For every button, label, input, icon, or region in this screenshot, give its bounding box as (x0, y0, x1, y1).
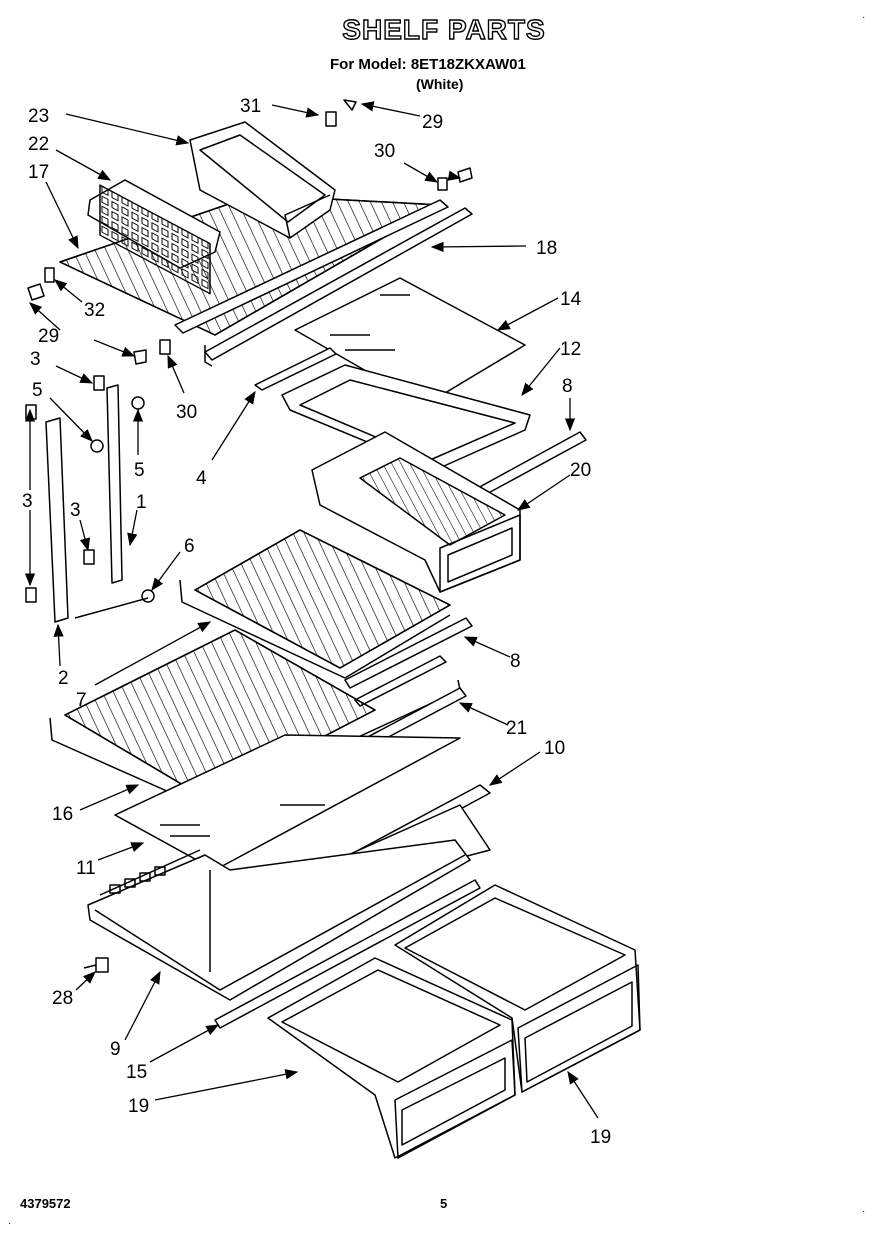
callout-19: 19 (590, 1127, 611, 1148)
corner-mark: · (862, 1206, 866, 1217)
glass-shelf-11 (114, 734, 461, 871)
page-number: 5 (440, 1196, 448, 1211)
ice-tray (87, 179, 221, 295)
callout-18: 18 (536, 238, 557, 259)
callout-3: 3 (30, 349, 41, 370)
callout-17: 17 (28, 162, 49, 183)
callout-5: 5 (134, 460, 145, 481)
callout-11: 11 (76, 858, 96, 879)
callout-20: 20 (570, 460, 591, 481)
callout-3: 3 (70, 500, 81, 521)
callout-23: 23 (28, 106, 49, 127)
callout-8: 8 (562, 376, 573, 397)
callout-4: 4 (196, 468, 207, 489)
shelf-ladder-rails (25, 375, 155, 623)
clip-parts (27, 99, 473, 365)
model-line: For Model: 8ET18ZKXAW01 (330, 56, 526, 73)
callout-1: 1 (136, 492, 147, 513)
page-title: SHELF PARTS (342, 13, 546, 45)
callout-14: 14 (560, 289, 582, 310)
callout-29: 29 (38, 326, 59, 347)
callout-32: 32 (84, 300, 105, 321)
callout-22: 22 (28, 134, 49, 155)
document-number: 4379572 (20, 1196, 71, 1211)
crisper-cover-9 (87, 839, 471, 1001)
corner-mark: · (862, 12, 866, 23)
freezer-rail (174, 199, 473, 367)
color-line: (White) (416, 76, 464, 92)
shelf-trim-4 (254, 347, 337, 391)
callout-15: 15 (126, 1062, 147, 1083)
callout-5: 5 (32, 380, 43, 401)
callout-2: 2 (58, 668, 69, 689)
callout-30: 30 (176, 402, 197, 423)
callout-28: 28 (52, 988, 73, 1009)
callout-12: 12 (560, 339, 581, 360)
callout-3: 3 (22, 491, 33, 512)
crisper-drawer-right (394, 884, 641, 1093)
ice-bin (189, 121, 336, 239)
screw-28 (83, 957, 109, 973)
crisper-pan-20 (311, 431, 521, 593)
wire-shelf-upper (179, 529, 451, 679)
callout-16: 16 (52, 804, 73, 825)
callout-9: 9 (110, 1039, 121, 1060)
leader-lines (24, 101, 599, 1119)
callout-29: 29 (422, 112, 443, 133)
callout-30: 30 (374, 141, 395, 162)
callout-19: 19 (128, 1096, 149, 1117)
callout-21: 21 (506, 718, 527, 739)
crisper-drawer-left (267, 957, 516, 1159)
callout-31: 31 (240, 96, 261, 117)
callout-6: 6 (184, 536, 195, 557)
corner-mark: · (8, 1218, 12, 1229)
callout-labels: 31 29 23 30 22 17 18 32 29 14 30 12 3 8 … (22, 96, 611, 1148)
callout-7: 7 (76, 690, 87, 711)
callout-10: 10 (544, 738, 565, 759)
callout-8: 8 (510, 651, 521, 672)
